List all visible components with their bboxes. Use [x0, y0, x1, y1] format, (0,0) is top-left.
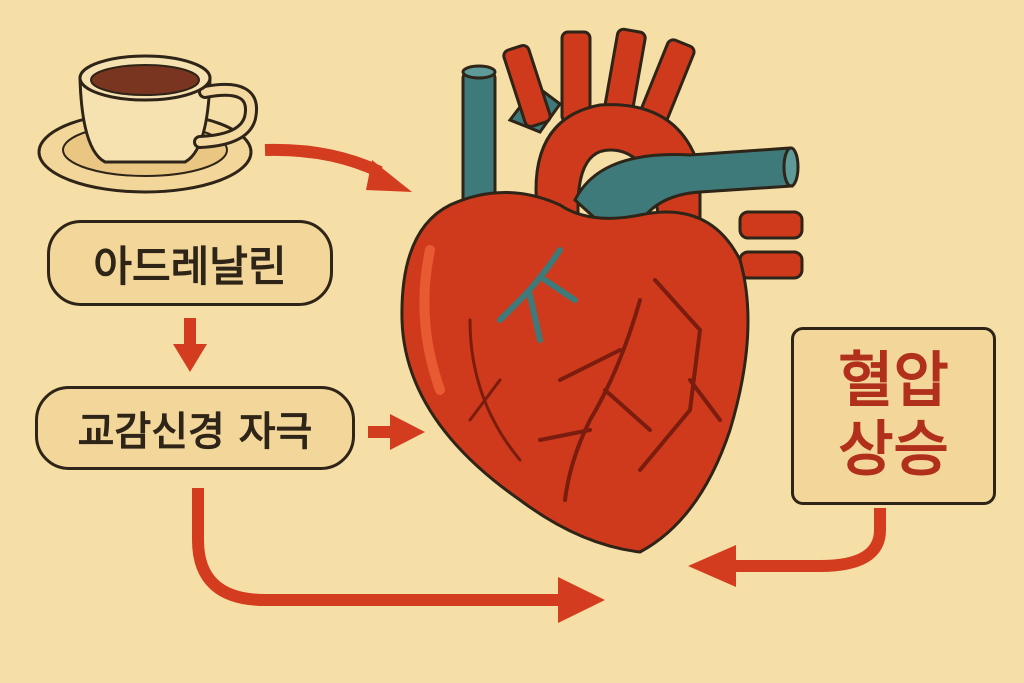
anatomical-heart-icon [400, 27, 804, 554]
bp-line1: 혈압 [838, 346, 949, 416]
bp-line2: 상승 [838, 415, 949, 485]
adrenaline-label: 아드레날린 [47, 220, 333, 306]
sympathetic-stimulation-label: 교감신경 자극 [35, 386, 355, 470]
arrow-bp-to-heart [735, 508, 886, 572]
arrow-cup-to-heart [264, 143, 383, 178]
coffee-cup-icon [37, 54, 259, 194]
blood-pressure-rise-box: 혈압 상승 [791, 327, 996, 505]
arrow-sympathetic-to-bottom [192, 488, 560, 606]
